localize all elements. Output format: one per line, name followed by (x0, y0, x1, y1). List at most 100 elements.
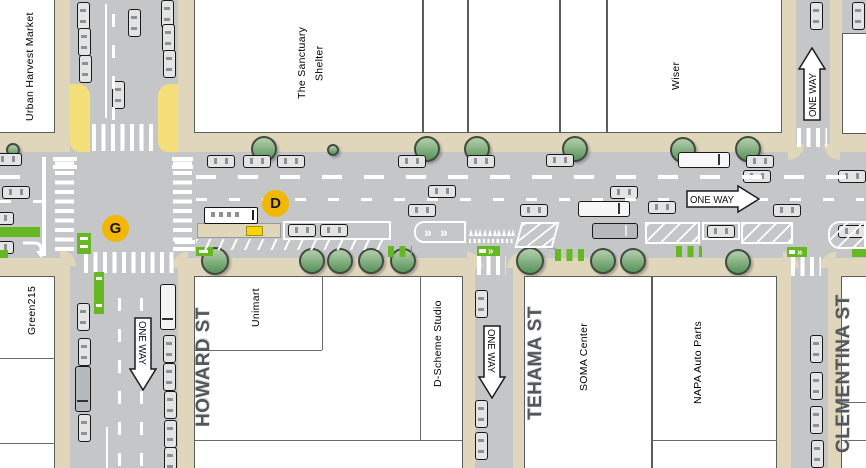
crosswalk-clementina-south (791, 257, 821, 276)
car-icon (320, 224, 348, 237)
tree-icon (516, 247, 544, 275)
sidewalk-clementina-north-east (830, 0, 842, 152)
building-northeast (842, 33, 866, 134)
bus-window (235, 212, 239, 217)
car-icon (163, 50, 176, 78)
bike-symbol (80, 245, 88, 248)
bus-front (252, 210, 254, 220)
bike-lane (94, 272, 104, 314)
car-icon (648, 201, 676, 214)
crosswalk-north (92, 124, 154, 151)
bike-box (77, 233, 91, 254)
chevron-icon: » (440, 224, 448, 240)
bike-symbol (80, 237, 88, 240)
car-icon (810, 2, 823, 30)
parcel-line (194, 350, 322, 351)
car-icon (408, 204, 436, 217)
bike-symbol (479, 249, 486, 253)
parking-box (702, 222, 740, 240)
chevron-icon: » (488, 246, 494, 257)
sidewalk-clementina-south-west (777, 258, 791, 468)
bike-symbol (789, 250, 795, 254)
parcel-line (420, 277, 421, 440)
crosswalk-west (55, 161, 74, 251)
chevron-icon: » (797, 247, 803, 258)
building-sanctuary (194, 0, 423, 133)
car-icon (810, 372, 823, 400)
svg-text:ONE WAY: ONE WAY (690, 195, 734, 206)
parcel-line (841, 402, 866, 403)
stop-bar (175, 247, 195, 251)
car-icon (163, 363, 176, 391)
car-icon (78, 28, 91, 56)
road-clementina-south (791, 258, 828, 468)
parcel-line (0, 443, 55, 444)
tree-icon (590, 248, 616, 274)
building-label-urban-harvest: Urban Harvest Market (24, 12, 36, 122)
building-napa (652, 276, 777, 468)
building-soma-center (524, 276, 652, 468)
parcel-line (322, 277, 323, 350)
tree-icon (620, 248, 646, 274)
car-icon (428, 185, 456, 198)
building-wiser (607, 0, 782, 133)
building-parcel (423, 0, 468, 133)
one-way-sign-howard: ONE WAY (128, 317, 158, 391)
car-icon (0, 153, 22, 166)
tree-icon (725, 249, 751, 275)
car-icon (277, 155, 305, 168)
stop-bar (53, 157, 77, 161)
truck-icon (160, 284, 176, 330)
tree-icon (358, 248, 384, 274)
lane-dashes (118, 280, 121, 466)
lane-line (105, 4, 107, 118)
marker-D[interactable]: D (262, 190, 289, 217)
car-icon (520, 204, 548, 217)
car-icon (163, 335, 176, 363)
bike-crossing (0, 250, 8, 258)
car-icon (475, 290, 488, 318)
one-way-sign-tehama: ONE WAY (477, 325, 507, 399)
svg-text:ONE WAY: ONE WAY (136, 321, 147, 365)
car-icon (207, 155, 235, 168)
marker-G[interactable]: G (102, 215, 129, 242)
stop-bar (172, 165, 193, 169)
building-parcel (468, 0, 560, 133)
truck-icon (678, 152, 730, 168)
chevron-icon: » (424, 224, 432, 240)
car-icon (288, 224, 316, 237)
car-icon (77, 303, 90, 331)
parklet-marker (246, 226, 263, 236)
crosswalk-tehama (477, 256, 506, 275)
car-icon (164, 447, 177, 468)
right-turn-arrow (23, 241, 46, 258)
car-icon (398, 155, 426, 168)
lane-dashes (196, 175, 864, 179)
yield-tooth (497, 229, 502, 236)
bike-lane (0, 227, 40, 237)
lane-line (106, 427, 108, 468)
street-label-howard: HOWARD ST (193, 307, 214, 427)
bike-crossing-dashes (388, 246, 412, 257)
car-icon (79, 55, 92, 83)
lane-dashes (0, 200, 44, 203)
truck-icon (578, 201, 630, 217)
lane-dashes (0, 175, 44, 179)
yield-tooth (506, 229, 511, 236)
hatched-island (645, 222, 700, 244)
merge-arrow-island: » » (414, 221, 466, 243)
building-green215-column (0, 276, 55, 468)
crosswalk-south (84, 252, 174, 273)
marker-D-label: D (270, 195, 281, 212)
svg-text:ONE WAY: ONE WAY (808, 73, 819, 117)
bike-symbol (96, 277, 102, 280)
building-east-column (841, 276, 866, 468)
transit-island (197, 223, 281, 238)
bus-window (219, 212, 223, 217)
building-label-green215: Green215 (26, 285, 38, 335)
parcel-line (841, 440, 866, 441)
curb-extension-west (70, 84, 90, 152)
bike-crossing-dashes (676, 246, 702, 257)
one-way-sign-clementina: ONE WAY (797, 47, 827, 121)
